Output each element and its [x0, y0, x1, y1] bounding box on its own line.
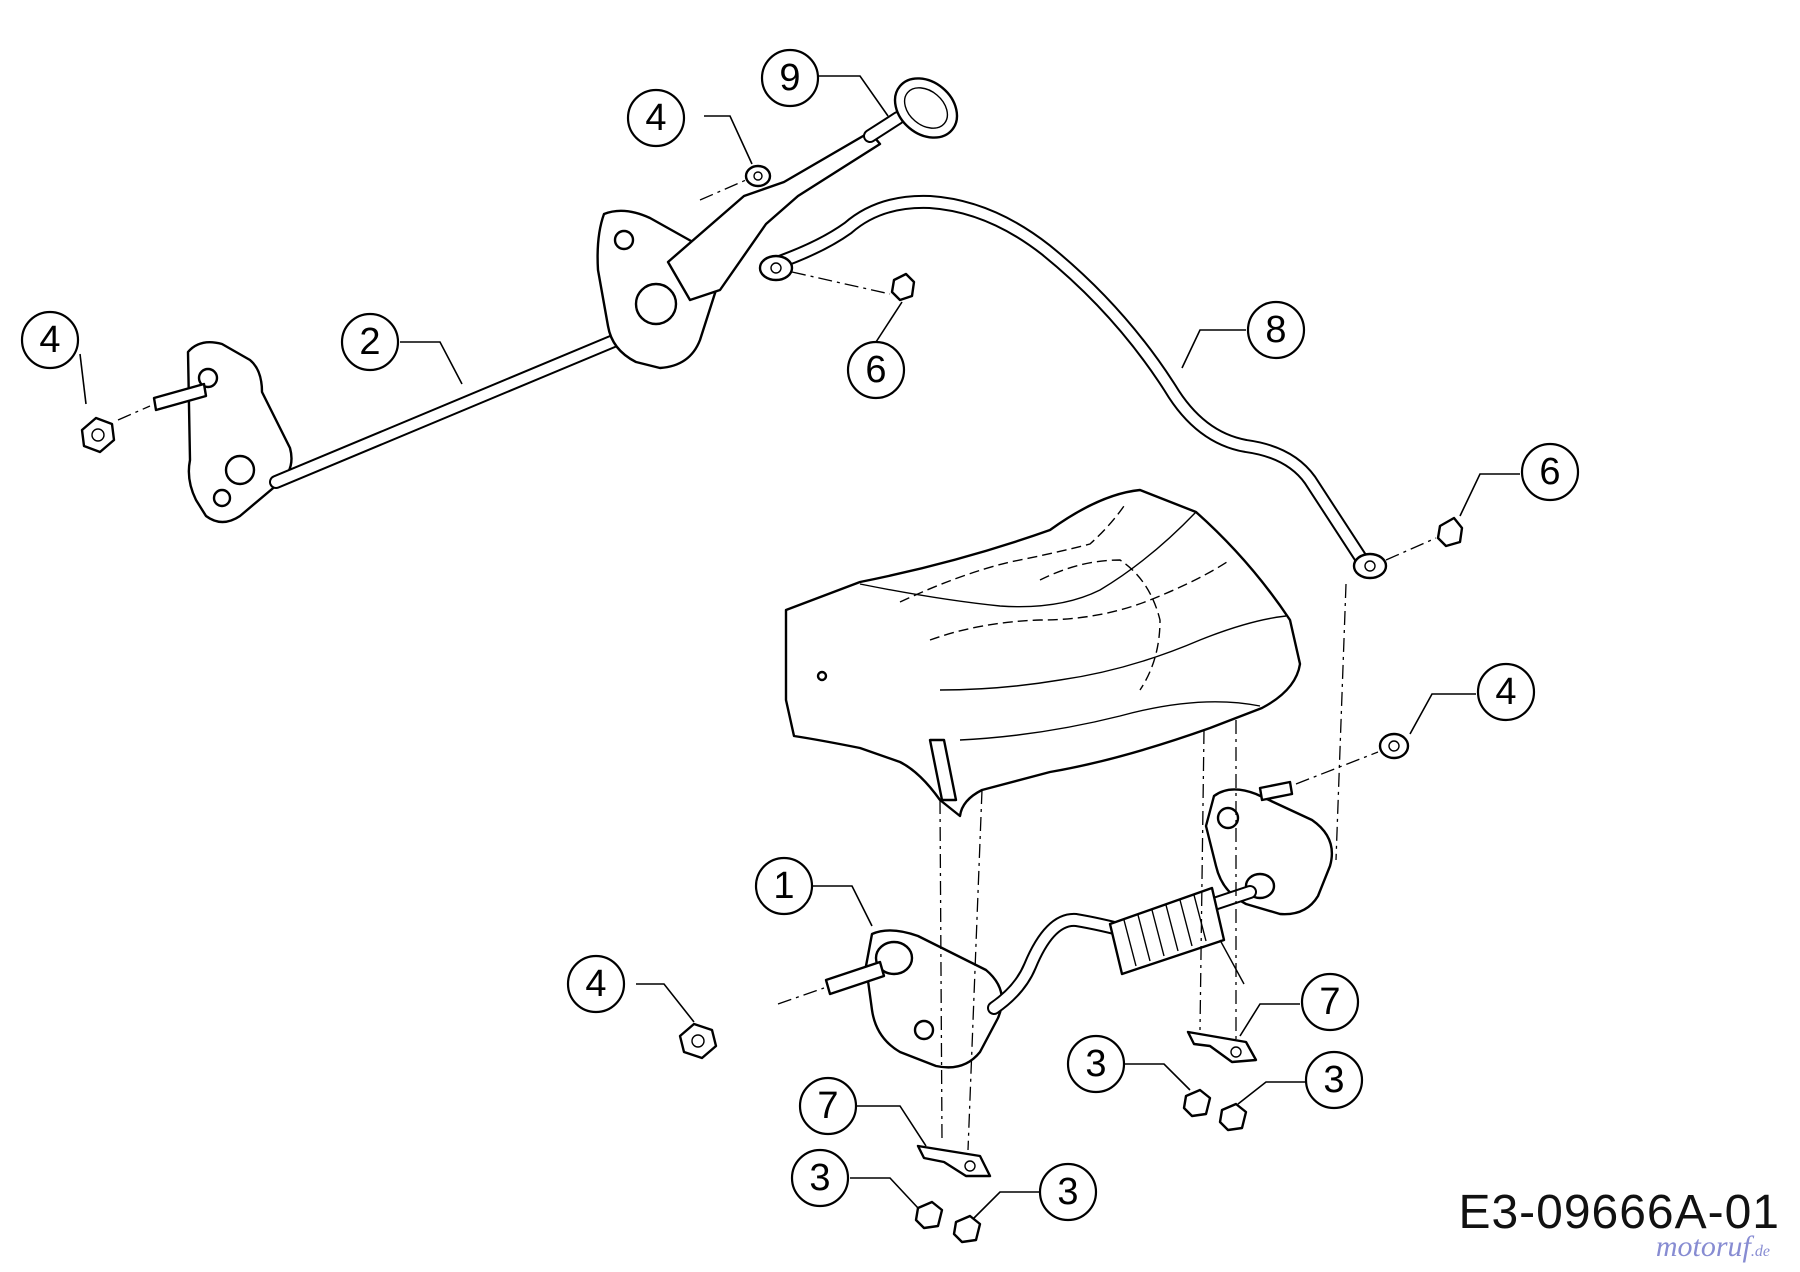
washer-top	[744, 164, 772, 188]
leader-lines	[79, 75, 1520, 1219]
screw-bottom-left	[914, 1200, 944, 1230]
svg-text:2: 2	[359, 321, 380, 363]
spring	[1108, 886, 1226, 976]
nut-left	[80, 416, 116, 454]
svg-text:8: 8	[1265, 309, 1286, 351]
callout-9: 9	[760, 48, 820, 108]
callout-4-right: 4	[1476, 662, 1536, 722]
watermark-text: motoruf	[1655, 1230, 1751, 1263]
axle-boss-left	[874, 940, 914, 976]
rear-axle-assembly	[824, 780, 1334, 1069]
screw-mid-right	[1218, 1102, 1248, 1132]
svg-text:3: 3	[1323, 1059, 1344, 1101]
svg-text:3: 3	[1085, 1043, 1106, 1085]
deck-cover	[784, 488, 1302, 818]
svg-text:4: 4	[1495, 671, 1516, 713]
screws	[914, 1088, 1248, 1244]
svg-text:3: 3	[1057, 1171, 1078, 1213]
callout-8: 8	[1246, 300, 1306, 360]
drawing-code: E3-09666A-01	[1458, 1186, 1780, 1239]
upper-height-adjust-assembly	[80, 77, 959, 524]
pivot-hole-bottom	[212, 488, 232, 508]
knob-ring	[893, 77, 959, 139]
pivot-hole-top	[197, 367, 219, 389]
washer-right	[1378, 732, 1410, 760]
bracket-bolt	[613, 229, 635, 251]
deck-slot	[928, 738, 958, 802]
clip-left	[916, 1144, 992, 1178]
svg-text:9: 9	[779, 57, 800, 99]
callout-1: 1	[754, 856, 814, 916]
callout-6-right: 6	[1520, 442, 1580, 502]
callout-3-mid-right: 3	[1304, 1050, 1364, 1110]
svg-text:4: 4	[39, 319, 60, 361]
nut-bottom-left	[678, 1022, 718, 1060]
svg-text:6: 6	[865, 349, 886, 391]
svg-text:1: 1	[773, 865, 794, 907]
callout-4-left: 4	[20, 310, 80, 370]
callout-2: 2	[340, 312, 400, 372]
handle-bar	[758, 194, 1388, 580]
callout-7-left: 7	[798, 1076, 858, 1136]
watermark-logo: motoruf.de	[1656, 1230, 1770, 1264]
deck-hole	[816, 670, 828, 682]
clip-right	[1186, 1030, 1258, 1064]
adjust-lever	[666, 130, 882, 302]
callout-3-bottom-right: 3	[1038, 1162, 1098, 1222]
handle-end-left	[758, 254, 794, 282]
stub-axle	[152, 382, 208, 412]
svg-text:7: 7	[1319, 981, 1340, 1023]
watermark-suffix: .de	[1750, 1243, 1770, 1260]
callout-4-bottom-left: 4	[566, 954, 626, 1014]
bracket-hole	[634, 282, 678, 326]
stub-axle-left	[824, 960, 886, 996]
deck-cover-body	[784, 488, 1302, 818]
svg-text:6: 6	[1539, 451, 1560, 493]
axle-plate-left-hole	[913, 1019, 935, 1041]
stub-axle-right	[1258, 780, 1294, 802]
callout-4-top: 4	[626, 88, 686, 148]
bolt-right	[1436, 516, 1464, 548]
bolt-top	[890, 272, 916, 302]
svg-text:3: 3	[809, 1157, 830, 1199]
callout-6-top: 6	[846, 340, 906, 400]
callout-3-mid-left: 3	[1066, 1034, 1126, 1094]
handle-end-right	[1352, 552, 1388, 580]
callout-3-bottom-left: 3	[790, 1148, 850, 1208]
adjust-knob	[863, 77, 959, 143]
svg-text:4: 4	[585, 963, 606, 1005]
screw-mid-left	[1182, 1088, 1212, 1118]
pivot-hole-mid	[224, 454, 256, 486]
screw-bottom-right	[952, 1214, 982, 1244]
axle-plate-right-hole	[1216, 806, 1240, 830]
callout-7-right: 7	[1300, 972, 1360, 1032]
svg-text:4: 4	[645, 97, 666, 139]
svg-text:7: 7	[817, 1085, 838, 1127]
